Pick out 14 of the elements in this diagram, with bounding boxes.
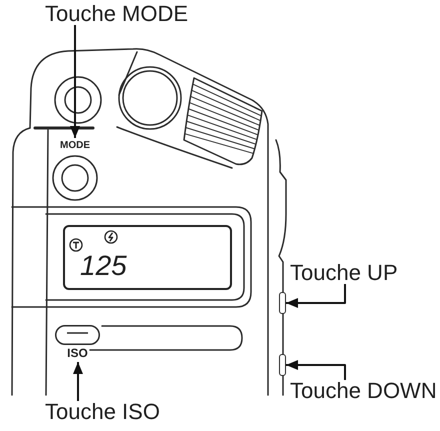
button-label: ISO	[67, 347, 88, 359]
callout-label: Touche DOWN	[290, 380, 437, 402]
side-button	[279, 292, 286, 314]
display-reading: 125	[80, 252, 127, 280]
lcd-display	[63, 225, 232, 290]
leader-arrow	[286, 360, 346, 380]
leader-arrow	[73, 362, 83, 401]
leader-arrow	[286, 284, 346, 308]
button-label: MODE	[60, 141, 90, 151]
callout-label: Touche UP	[290, 262, 398, 284]
callout-label: Touche ISO	[45, 401, 160, 423]
side-button	[279, 354, 286, 376]
leader-arrow	[70, 25, 80, 138]
callout-label: Touche MODE	[45, 3, 188, 25]
